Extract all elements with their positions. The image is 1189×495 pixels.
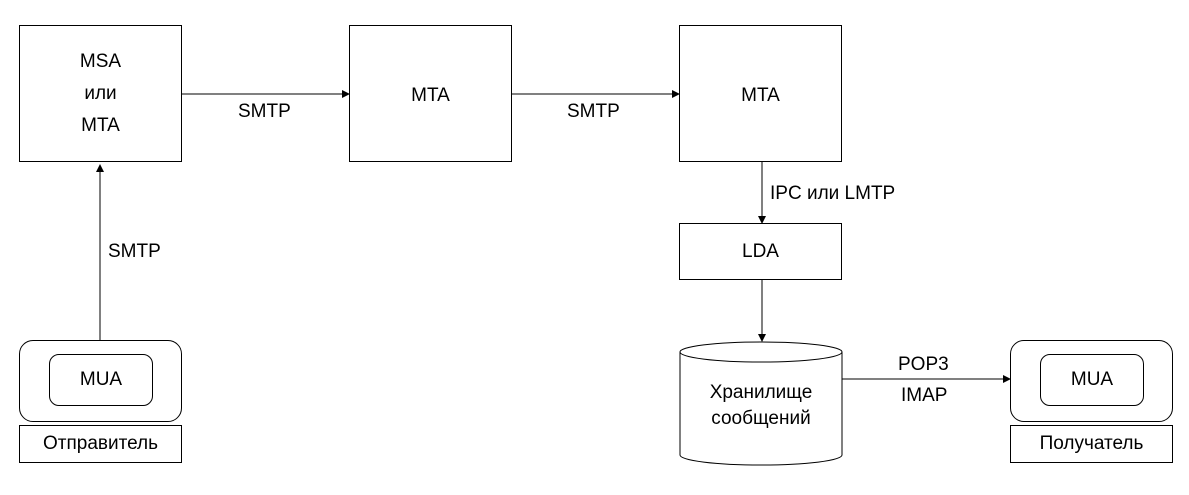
- recipient-device: MUA: [1010, 340, 1173, 422]
- storage-line-1: Хранилище: [709, 382, 813, 403]
- storage-line-2: сообщений: [711, 408, 811, 429]
- lda-node: LDA: [679, 223, 842, 280]
- recipient-caption-text: Получатель: [1039, 433, 1144, 454]
- edge-label-imap: IMAP: [901, 385, 948, 406]
- recipient-caption: Получатель: [1010, 425, 1173, 463]
- edge-label-mta1-to-mta2: SMTP: [567, 101, 620, 122]
- sender-device: MUA: [19, 340, 182, 422]
- mta-node-1-label: MTA: [411, 85, 450, 106]
- mta-line: MTA: [81, 114, 120, 136]
- recipient-mua-label: MUA: [1070, 369, 1114, 390]
- or-line: или: [84, 82, 117, 104]
- edge-label-pop3: POP3: [898, 354, 949, 375]
- storage-node-label: Хранилище сообщений: [680, 380, 842, 432]
- sender-mua-label: MUA: [79, 369, 123, 390]
- edge-label-mua-to-msa: SMTP: [108, 241, 161, 262]
- recipient-mua-node: MUA: [1040, 354, 1144, 406]
- mta-node-1: MTA: [349, 25, 512, 162]
- sender-caption: Отправитель: [19, 425, 182, 463]
- lda-label: LDA: [742, 240, 779, 262]
- sender-caption-text: Отправитель: [42, 433, 159, 454]
- sender-mua-node: MUA: [49, 354, 153, 406]
- msa-or-mta-node: MSA или MTA: [19, 25, 182, 162]
- edge-label-mta2-to-lda: IPC или LMTP: [770, 183, 896, 204]
- mta-node-2-label: MTA: [741, 85, 780, 106]
- msa-line: MSA: [79, 50, 122, 72]
- storage-cylinder: [679, 341, 843, 466]
- edge-label-msa-to-mta1: SMTP: [238, 101, 291, 122]
- mta-node-2: MTA: [679, 25, 842, 162]
